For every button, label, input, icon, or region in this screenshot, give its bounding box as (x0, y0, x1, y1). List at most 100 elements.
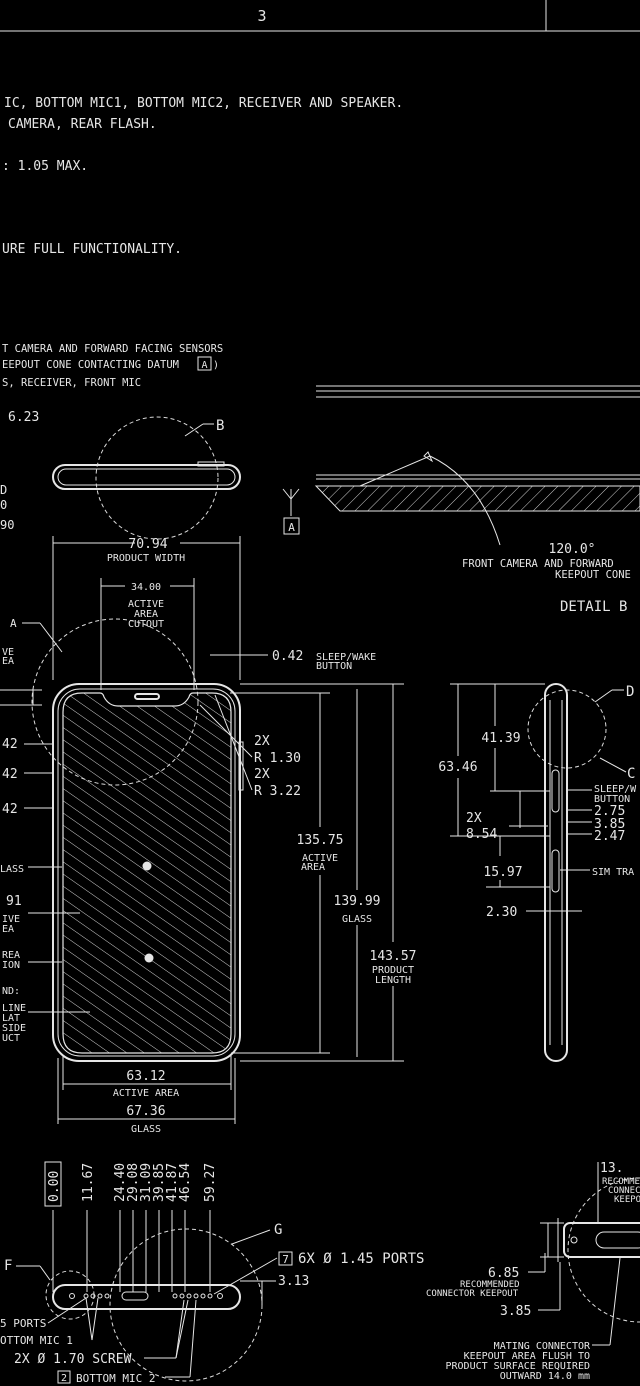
left-label-2: 42 (2, 737, 18, 752)
radius-1-count: 2X (254, 734, 270, 749)
ports-label: 6X Ø 1.45 PORTS (298, 1251, 424, 1267)
active-height-label-1: ACTIVE (302, 853, 338, 864)
bottom-mic-1: OTTOM MIC 1 (0, 1334, 73, 1347)
active-width-value: 63.12 (126, 1069, 165, 1084)
vdim-6: 41.87 (165, 1163, 180, 1202)
cutout-label-1: ACTIVE (128, 599, 164, 610)
dim-63-46: 63.46 (438, 760, 477, 775)
bottom-mic-2-num: 2 (61, 1373, 67, 1384)
speaker-holes-right (172, 1293, 213, 1299)
vdim-0: 0.00 (47, 1171, 62, 1202)
top-outline (52, 464, 241, 490)
left-callout-a: A (10, 617, 17, 630)
bottom-mic-2: BOTTOM MIC 2 (76, 1372, 155, 1385)
top-left-label-0: 0 (0, 498, 7, 512)
speaker-holes-left (83, 1293, 110, 1299)
left-label-9: REA (2, 950, 20, 961)
left-label-5: LASS (0, 864, 24, 875)
vdim-1: 11.67 (81, 1163, 96, 1202)
screw-label: 2X Ø 1.70 SCREW (14, 1352, 132, 1367)
active-height-label-2: AREA (301, 862, 325, 873)
callout-b: B (216, 418, 224, 434)
count-2x: 2X (466, 811, 482, 826)
note-3: : 1.05 MAX. (2, 159, 88, 174)
sleep-wake-label-2: BUTTON (316, 661, 352, 672)
bottom-view: 0.00 11.67 24.40 29.08 31.09 39.85 41.87… (0, 1161, 424, 1385)
mating-label-1: MATING CONNECTOR (494, 1341, 591, 1352)
vdim-2: 24.40 (113, 1163, 128, 1202)
top-left-label-d: D (0, 483, 7, 497)
product-length-value: 143.57 (370, 949, 417, 964)
sim-tray-label: SIM TRA (592, 867, 634, 878)
dim-8-54: 8.54 (466, 827, 497, 842)
sim-tray-side (551, 849, 560, 893)
glass-outline (57, 688, 236, 1057)
angle-120: 120.0° (549, 542, 596, 557)
datum-box-label: A (201, 360, 207, 371)
product-width-label: PRODUCT WIDTH (107, 553, 185, 564)
left-label-11: ND: (2, 986, 20, 997)
datum-a-box (283, 517, 300, 535)
radius-2: R 3.22 (254, 784, 301, 799)
product-length-label-2: LENGTH (375, 975, 411, 986)
connector-port (595, 1231, 640, 1249)
mating-label-4: OUTWARD 14.0 mm (500, 1371, 590, 1382)
sleep-wake-value: 0.42 (272, 649, 303, 664)
detail-b-title: DETAIL B (560, 599, 627, 615)
note-4: URE FULL FUNCTIONALITY. (2, 242, 182, 257)
detail-a-circle (31, 618, 199, 786)
vdim-7: 46.54 (178, 1163, 193, 1202)
dim-6-23: 6.23 (8, 410, 39, 425)
top-button (197, 461, 225, 467)
notes: IC, BOTTOM MIC1, BOTTOM MIC2, RECEIVER A… (2, 96, 403, 389)
glass-height-label: GLASS (342, 914, 372, 925)
vdim-3: 29.08 (126, 1163, 141, 1202)
top-view: 6.23 D 0 90 B A (0, 410, 300, 540)
dim-13: 13. (600, 1161, 623, 1176)
side-outline (544, 683, 568, 1062)
sheet-number: 3 (257, 7, 266, 25)
datum-paren: ) (213, 360, 219, 371)
left-ports: 5 PORTS (0, 1317, 46, 1330)
dim-3-85-connector: 3.85 (500, 1304, 531, 1319)
left-label-12: LINE (2, 1003, 26, 1014)
front-view: 70.94 PRODUCT WIDTH 34.00 ACTIVE AREA CU… (0, 536, 416, 1135)
lightning-port (121, 1291, 149, 1301)
dim-2-30: 2.30 (486, 905, 517, 920)
dim-3-85: 3.85 (594, 817, 625, 832)
glass-width-label: GLASS (131, 1124, 161, 1135)
callout-c: C (627, 766, 635, 782)
connector-detail-circle (567, 1177, 640, 1323)
left-label-13: LAT (2, 1013, 20, 1024)
glass-width-value: 67.36 (126, 1104, 165, 1119)
cutout-value: 34.00 (131, 582, 161, 593)
note-1: IC, BOTTOM MIC1, BOTTOM MIC2, RECEIVER A… (4, 96, 403, 111)
dim-15-97: 15.97 (483, 865, 522, 880)
connector-body (563, 1222, 640, 1258)
callout-g: G (274, 1222, 282, 1238)
cutout-label-2: AREA (134, 609, 158, 620)
sleep-wake-label-1: SLEEP/WAKE (316, 652, 376, 663)
ports-count-box (278, 1251, 293, 1266)
note-7: S, RECEIVER, FRONT MIC (2, 377, 141, 389)
dim-41-39: 41.39 (481, 731, 520, 746)
rec-label-2: CONNECTOR KEEPOUT (426, 1289, 519, 1299)
screw-left (69, 1293, 75, 1299)
rk-label-2: CONNEC (608, 1186, 640, 1196)
dim-3-13: 3.13 (278, 1274, 309, 1289)
active-area (62, 692, 232, 1054)
left-label-14: SIDE (2, 1023, 26, 1034)
rec-label-1: RECOMMENDED (460, 1280, 520, 1290)
product-length-label-1: PRODUCT (372, 965, 414, 976)
detail-b-label-2: KEEPOUT CONE (555, 569, 631, 581)
left-label-0: VE (2, 647, 14, 658)
glass-height-value: 139.99 (334, 894, 381, 909)
note-6: EEPOUT CONE CONTACTING DATUM (2, 359, 179, 371)
vdim-4: 31.09 (139, 1163, 154, 1202)
datum-box (197, 356, 212, 371)
detail-b: 120.0° FRONT CAMERA AND FORWARD KEEPOUT … (314, 385, 640, 615)
mic2-num-box (57, 1370, 71, 1384)
left-label-15: UCT (2, 1033, 20, 1044)
top-left-label-90: 90 (0, 518, 14, 532)
mating-label-3: PRODUCT SURFACE REQUIRED (446, 1361, 591, 1372)
